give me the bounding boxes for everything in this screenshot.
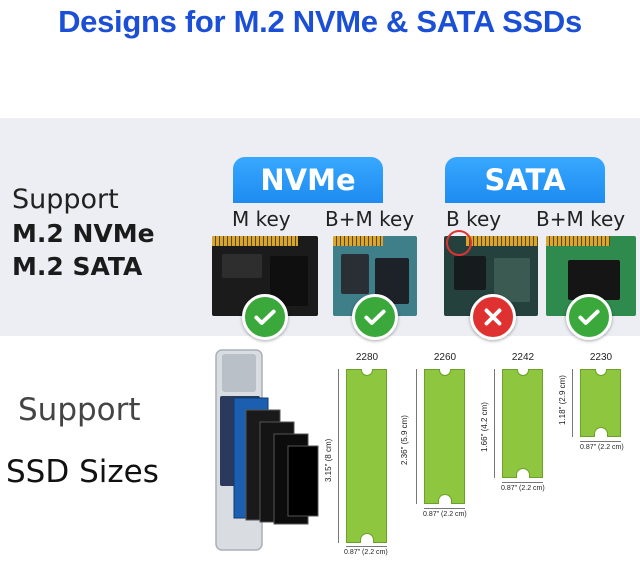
b-key-notch-highlight bbox=[446, 230, 472, 256]
page-title: Designs for M.2 NVMe & SATA SSDs bbox=[58, 4, 582, 39]
length-line-2260 bbox=[416, 369, 417, 504]
nvme-bm-key-label: B+M key bbox=[325, 207, 415, 231]
ssd-2280-outline bbox=[346, 369, 387, 543]
nvme-bm-key-ssd-image bbox=[333, 236, 417, 316]
sata-bm-key-label: B+M key bbox=[536, 207, 626, 231]
size-2242-label: 2242 bbox=[511, 352, 535, 363]
size-2260-label: 2260 bbox=[433, 352, 457, 363]
ssd-2242-outline bbox=[502, 369, 543, 478]
width-line-2280 bbox=[346, 546, 387, 547]
enclosure-illustration bbox=[215, 349, 319, 551]
check-icon bbox=[352, 294, 398, 340]
support-sata-label: M.2 SATA bbox=[12, 252, 143, 281]
size-2230-label: 2230 bbox=[589, 352, 613, 363]
nvme-m-key-label: M key bbox=[232, 207, 291, 231]
support-sizes-label: Support bbox=[18, 392, 141, 428]
width-2242-label: 0.87" (2.2 cm) bbox=[501, 485, 545, 492]
ssd-2230-outline bbox=[580, 369, 621, 437]
length-line-2242 bbox=[494, 369, 495, 478]
sata-b-key-label: B key bbox=[446, 207, 502, 231]
length-line-2280 bbox=[338, 369, 339, 543]
length-line-2230 bbox=[572, 369, 573, 437]
ssd-2260-outline bbox=[424, 369, 465, 504]
width-line-2242 bbox=[502, 482, 543, 483]
width-2230-label: 0.87" (2.2 cm) bbox=[580, 444, 624, 451]
width-2260-label: 0.87" (2.2 cm) bbox=[423, 511, 467, 518]
nvme-pill: NVMe bbox=[233, 157, 383, 203]
support-protocols-text: Support M.2 NVMe M.2 SATA bbox=[12, 184, 155, 281]
ssd-sizes-label: SSD Sizes bbox=[6, 454, 159, 490]
width-line-2230 bbox=[580, 441, 621, 442]
check-icon bbox=[242, 294, 288, 340]
width-2280-label: 0.87" (2.2 cm) bbox=[344, 549, 388, 556]
length-2230-label: 1.18" (2.9 cm) bbox=[558, 375, 567, 425]
cross-icon bbox=[470, 294, 516, 340]
check-icon bbox=[566, 294, 612, 340]
sata-pill: SATA bbox=[445, 157, 605, 203]
size-2280-label: 2280 bbox=[355, 352, 379, 363]
length-2260-label: 2.36" (5.9 cm) bbox=[400, 415, 409, 465]
width-line-2260 bbox=[424, 508, 465, 509]
length-2280-label: 3.15" (8 cm) bbox=[324, 438, 333, 482]
support-nvme-label: M.2 NVMe bbox=[12, 219, 155, 248]
length-2242-label: 1.66" (4.2 cm) bbox=[480, 402, 489, 452]
support-label: Support bbox=[12, 184, 119, 215]
